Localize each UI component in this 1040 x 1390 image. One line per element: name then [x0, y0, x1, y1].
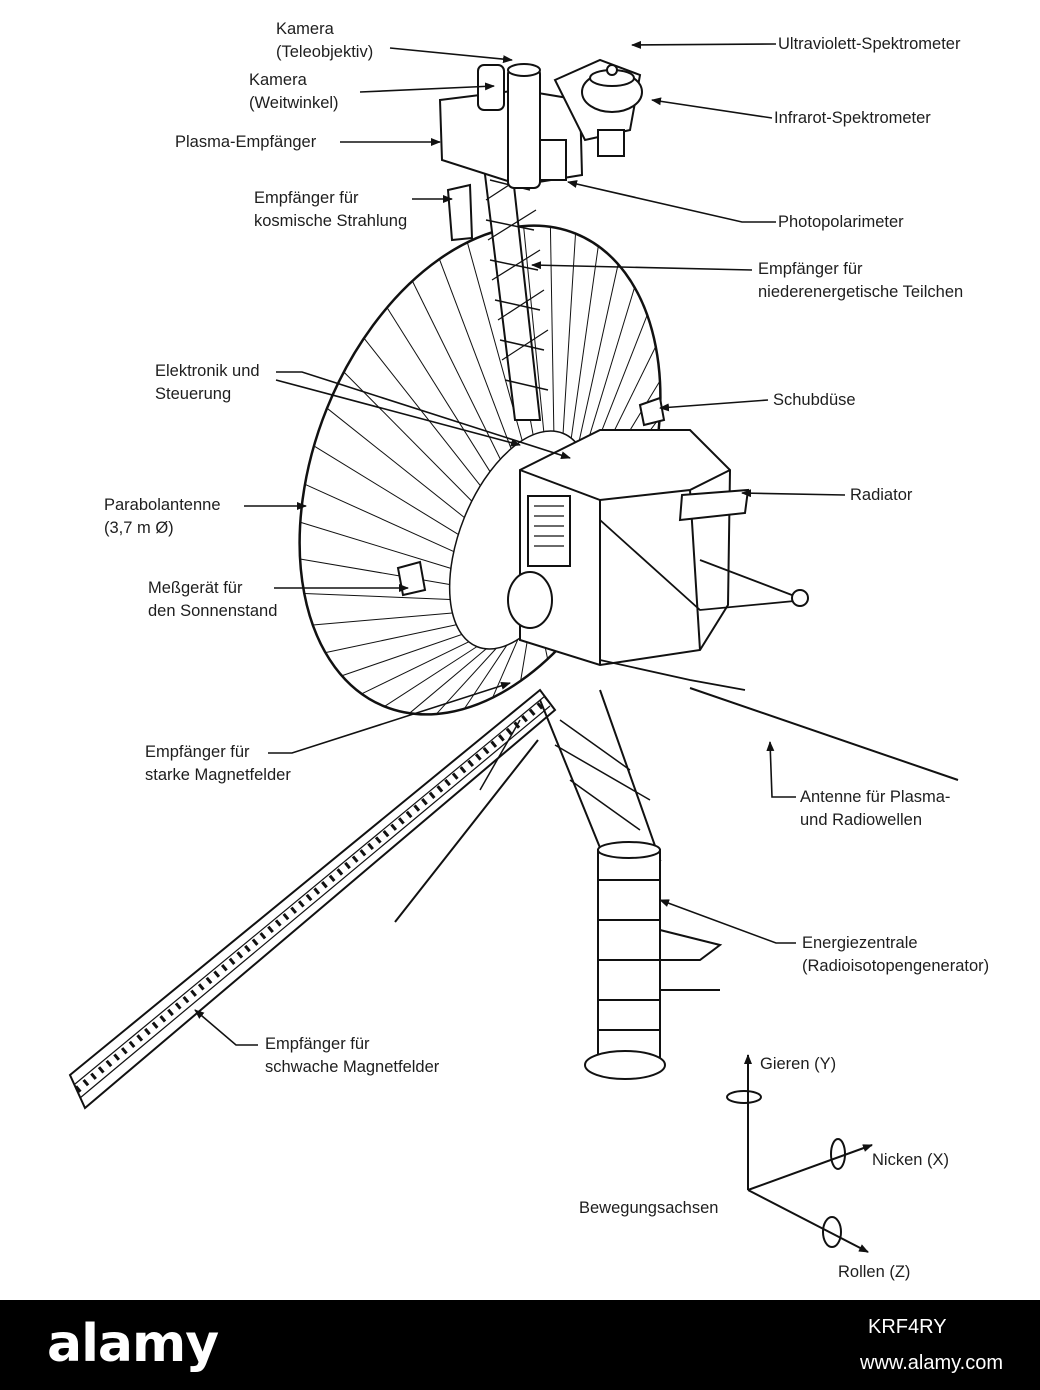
dish-rib — [438, 258, 512, 449]
scan-platform — [438, 58, 643, 242]
dish-rib — [326, 407, 465, 518]
brand-logo: alamy — [47, 1314, 219, 1374]
label-ir-spectrometer: Infrarot-Spektrometer — [774, 109, 931, 127]
image-id: KRF4RY — [868, 1316, 947, 1338]
axis-pitch-label: Nicken (X) — [872, 1151, 950, 1169]
label-plasma-receiver: Plasma-Empfänger — [175, 133, 317, 151]
label-photopolarimeter: Photopolarimeter — [778, 213, 904, 231]
watermark-bar: alamy KRF4RY www.alamy.com — [0, 1300, 1040, 1390]
label-camera-wide-angle: Kamera(Weitwinkel) — [249, 71, 339, 112]
dish-rib — [300, 558, 450, 585]
dish-rib — [583, 287, 636, 456]
dish-rib — [384, 646, 478, 707]
wire-antennas — [394, 687, 959, 923]
label-camera-telephoto: Kamera(Teleobjektiv) — [276, 20, 374, 61]
spacecraft-bus — [396, 396, 809, 691]
magnetometer-boom — [68, 688, 557, 1110]
dish-rib — [549, 226, 555, 432]
dish-rib — [523, 225, 545, 432]
label-radiator: Radiator — [850, 486, 913, 504]
label-thruster: Schubdüse — [773, 391, 856, 409]
dish-rib — [343, 371, 473, 502]
site-url: www.alamy.com — [860, 1352, 1003, 1374]
dish-rib — [363, 337, 481, 486]
dish-rib — [411, 280, 501, 460]
dish-rib — [325, 624, 457, 654]
dish-rib — [304, 483, 454, 553]
label-plasma-radio-antenna: Antenne für Plasma-und Radiowellen — [800, 788, 951, 829]
leader-lines — [194, 40, 846, 1046]
spacecraft-drawing — [68, 40, 959, 1253]
dish-rib — [577, 264, 619, 446]
dish-rib — [304, 592, 451, 601]
rtg-assembly — [539, 689, 723, 1080]
axis-roll-label: Rollen (Z) — [838, 1263, 911, 1281]
dish-rib — [300, 521, 452, 569]
label-parabolic-antenna: Parabolantenne(3,7 m Ø) — [104, 496, 221, 537]
label-power-source: Energiezentrale(Radioisotopengenerator) — [802, 934, 990, 975]
dish-rib — [570, 246, 599, 439]
dish-rib — [313, 445, 459, 535]
dish-rib — [312, 612, 453, 626]
dish-rib — [463, 644, 508, 710]
dish-rib — [409, 648, 487, 714]
dish-rib — [361, 641, 469, 695]
axis-yaw-label: Gieren (Y) — [760, 1055, 837, 1073]
label-uv-spectrometer: Ultraviolett-Spektrometer — [778, 35, 961, 53]
axes-title: Bewegungsachsen — [579, 1199, 719, 1217]
diagram-canvas: Kamera(Teleobjektiv) Kamera(Weitwinkel) … — [68, 20, 990, 1281]
dish-rib — [386, 307, 491, 472]
dish-rib — [562, 233, 577, 434]
motion-axes — [726, 1054, 873, 1253]
dish-rib — [341, 633, 463, 677]
